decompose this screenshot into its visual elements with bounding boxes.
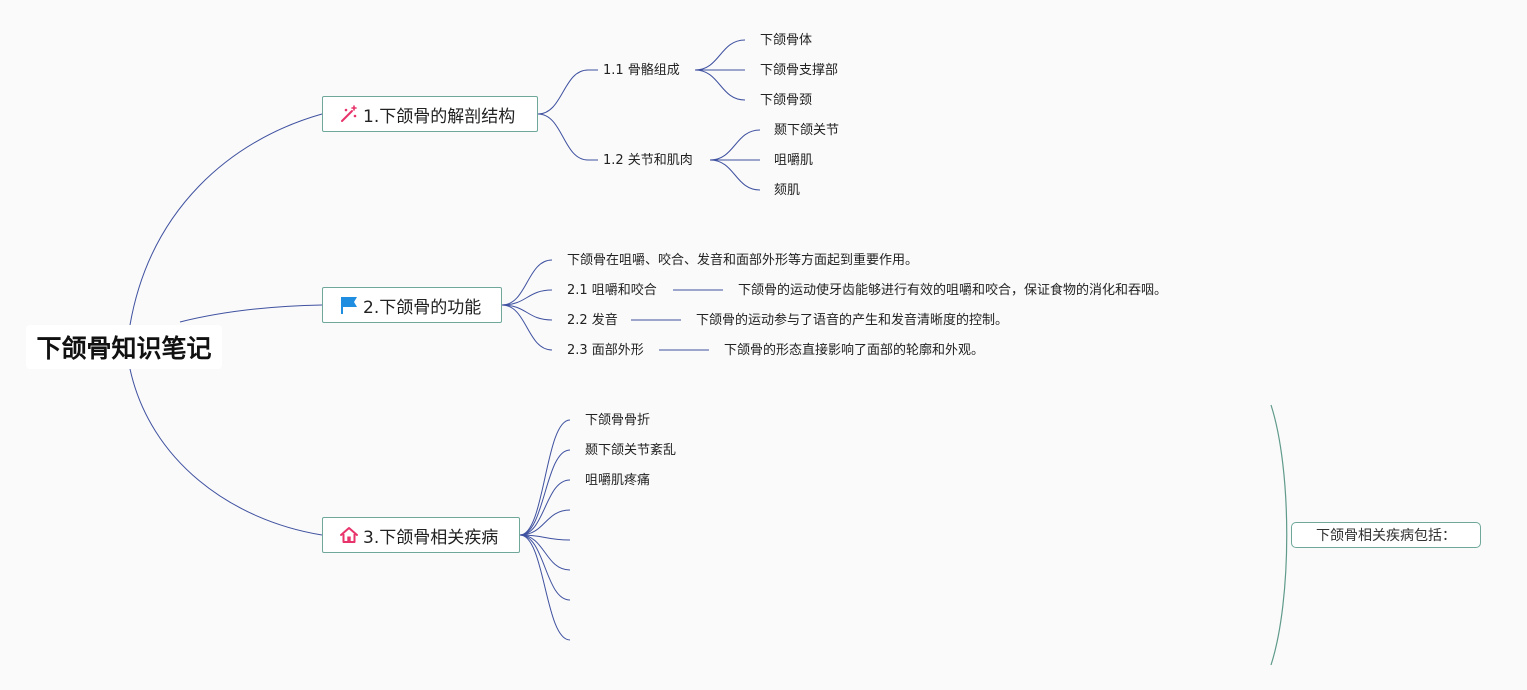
detail-facial-shape[interactable]: 下颌骨的形态直接影响了面部的轮廓和外观。 bbox=[724, 343, 985, 358]
link-topic2-sub bbox=[501, 304, 553, 321]
disease-item[interactable]: 颞下颌关节紊乱 bbox=[585, 443, 677, 458]
link-topic2-sub bbox=[501, 259, 553, 306]
link-topic3-item bbox=[519, 534, 571, 601]
leaf-masticatory-muscle[interactable]: 咀嚼肌 bbox=[774, 153, 814, 168]
link-sub2-leaf bbox=[709, 129, 761, 161]
topic-function[interactable]: 2.下颌骨的功能 bbox=[322, 287, 502, 323]
link-topic3-item bbox=[519, 419, 571, 536]
topic-diseases[interactable]: 3.下颌骨相关疾病 bbox=[322, 517, 520, 553]
link-topic1-sub1 bbox=[537, 69, 589, 115]
detail-chewing-bite[interactable]: 下颌骨的运动使牙齿能够进行有效的咀嚼和咬合，保证食物的消化和吞咽。 bbox=[738, 283, 1168, 298]
disease-item[interactable]: 下颌骨骨折 bbox=[585, 413, 651, 428]
subtopic-bone-composition[interactable]: 1.1 骨骼组成 bbox=[603, 63, 680, 78]
disease-item[interactable]: 咀嚼肌疼痛 bbox=[585, 473, 651, 488]
leaf-mandible-support[interactable]: 下颌骨支撑部 bbox=[760, 63, 839, 78]
link-topic2-sub bbox=[501, 289, 553, 306]
link-topic3-item bbox=[519, 449, 571, 536]
link-topic3-item bbox=[519, 534, 571, 571]
link-root-topic3 bbox=[129, 368, 323, 536]
link-root-topic2 bbox=[179, 304, 323, 323]
link-sub2-leaf bbox=[709, 159, 761, 191]
subtopic-joints-muscles[interactable]: 1.2 关节和肌肉 bbox=[603, 153, 693, 168]
subtopic-pronunciation[interactable]: 2.2 发音 bbox=[567, 313, 618, 328]
flag-icon bbox=[339, 295, 359, 315]
topic-label: 2.下颌骨的功能 bbox=[363, 297, 482, 318]
leaf-mandible-body[interactable]: 下颌骨体 bbox=[760, 33, 813, 48]
link-topic2-sub bbox=[501, 304, 553, 351]
root-title: 下颌骨知识笔记 bbox=[36, 334, 212, 363]
subtopic-facial-shape[interactable]: 2.3 面部外形 bbox=[567, 343, 644, 358]
topic-label: 1.下颌骨的解剖结构 bbox=[363, 106, 516, 127]
link-topic3-item bbox=[519, 479, 571, 536]
house-icon bbox=[339, 525, 359, 545]
detail-pronunciation[interactable]: 下颌骨的运动参与了语音的产生和发音清晰度的控制。 bbox=[696, 313, 1009, 328]
link-topic3-item bbox=[519, 509, 571, 536]
link-topic3-item bbox=[519, 534, 571, 641]
function-intro[interactable]: 下颌骨在咀嚼、咬合、发音和面部外形等方面起到重要作用。 bbox=[567, 253, 919, 268]
leaf-mandible-neck[interactable]: 下颌骨颈 bbox=[760, 93, 813, 108]
leaf-tmj[interactable]: 颞下颌关节 bbox=[774, 123, 840, 138]
summary-label: 下颌骨相关疾病包括： bbox=[1316, 528, 1456, 544]
link-sub1-leaf bbox=[694, 39, 746, 71]
root-node[interactable]: 下颌骨知识笔记 bbox=[26, 325, 222, 369]
link-topic1-sub2 bbox=[537, 113, 589, 161]
subtopic-chewing-bite[interactable]: 2.1 咀嚼和咬合 bbox=[567, 283, 657, 298]
summary-node[interactable]: 下颌骨相关疾病包括： bbox=[1291, 522, 1481, 548]
link-sub1-leaf bbox=[694, 69, 746, 101]
topic-label: 3.下颌骨相关疾病 bbox=[363, 527, 499, 548]
topic-anatomy[interactable]: 1.下颌骨的解剖结构 bbox=[322, 96, 538, 132]
sparkle-wand-icon bbox=[339, 104, 359, 124]
link-root-topic1 bbox=[129, 113, 323, 326]
summary-brace bbox=[1270, 404, 1288, 666]
leaf-mentalis-muscle[interactable]: 颏肌 bbox=[774, 183, 801, 198]
